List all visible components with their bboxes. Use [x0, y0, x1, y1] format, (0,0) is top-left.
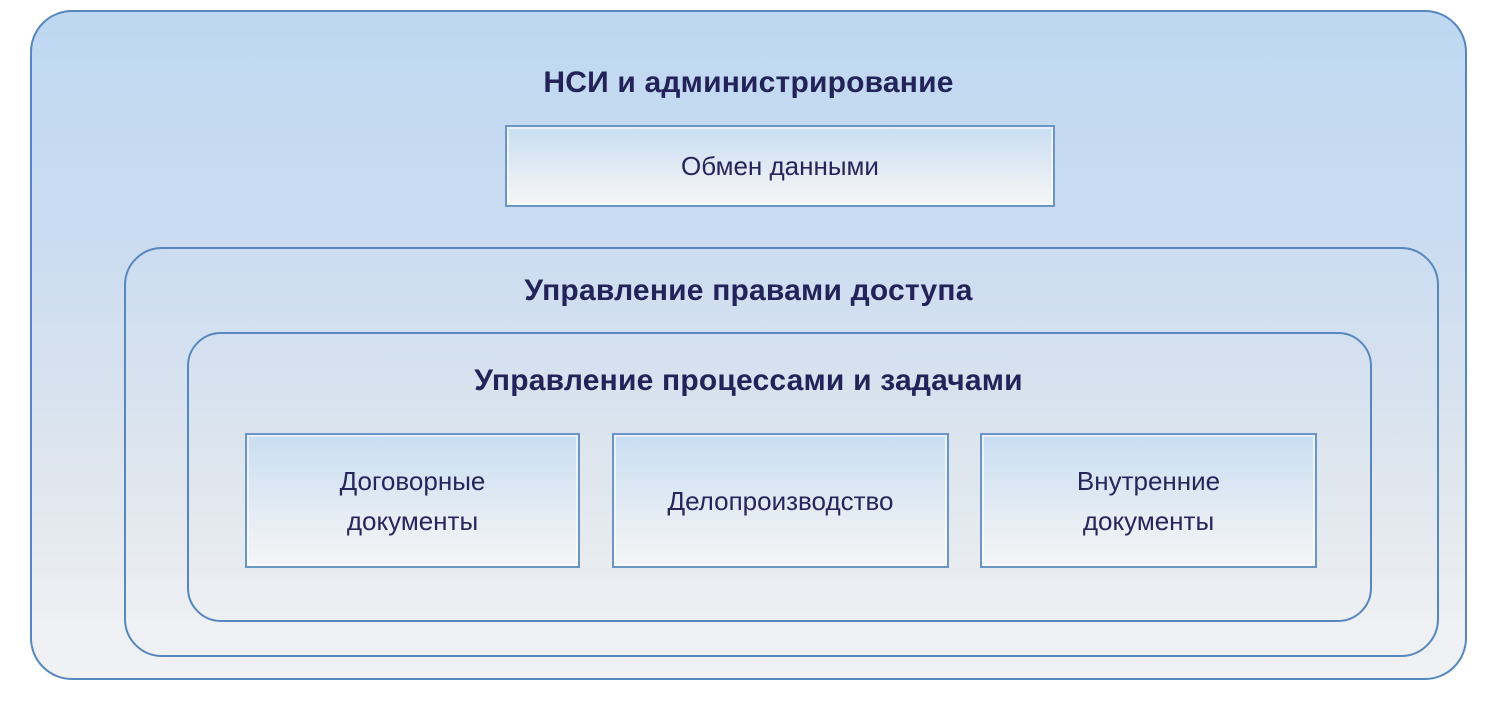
box-data-exchange: Обмен данными: [505, 125, 1055, 207]
group-nsi-administration: НСИ и администрирование Обмен данными Уп…: [30, 10, 1467, 680]
group-access-rights-title: Управление правами доступа: [524, 274, 973, 307]
box-internal-documents: Внутренние документы: [980, 433, 1317, 568]
group-process-task-management: [187, 332, 1372, 622]
box-contract-documents: Договорные документы: [245, 433, 580, 568]
box-records-management: Делопроизводство: [612, 433, 949, 568]
group-nsi-administration-title: НСИ и администрирование: [543, 66, 954, 99]
group-access-rights: [124, 247, 1439, 657]
group-process-task-management-title: Управление процессами и задачами: [474, 364, 1023, 397]
